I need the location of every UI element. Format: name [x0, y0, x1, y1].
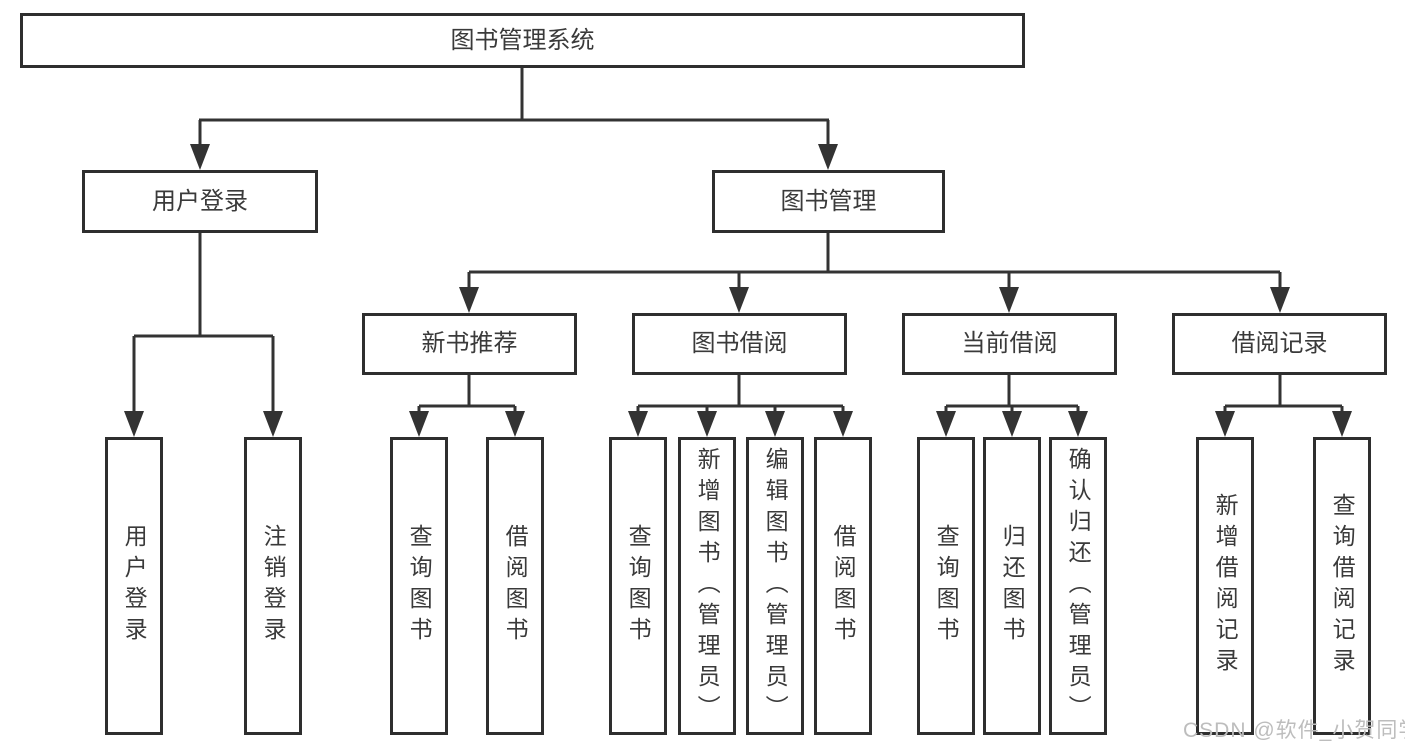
leaf-return-books: 归还图书: [983, 437, 1041, 735]
node-label: 查询借阅记录: [1329, 493, 1356, 679]
node-label: 新增图书（管理员）: [694, 446, 721, 726]
csdn-watermark: CSDN @软件_小贺同学: [1183, 719, 1405, 742]
node-label: 确认归还（管理员）: [1065, 446, 1092, 726]
leaf-edit-books-admin: 编辑图书（管理员）: [746, 437, 804, 735]
node-label: 归还图书: [999, 524, 1026, 648]
node-label: 图书管理系统: [450, 26, 595, 54]
node-label: 新增借阅记录: [1212, 493, 1239, 679]
node-label: 图书借阅: [691, 330, 788, 357]
leaf-add-books-admin: 新增图书（管理员）: [678, 437, 736, 735]
node-label: 用户登录: [152, 187, 248, 215]
node-label: 查询图书: [933, 524, 960, 648]
node-label: 查询图书: [406, 524, 433, 648]
leaf-borrow-books: 借阅图书: [814, 437, 872, 735]
node-label: 借阅图书: [830, 524, 857, 648]
node-label: 编辑图书（管理员）: [762, 446, 789, 726]
leaf-query-borrow-record: 查询借阅记录: [1313, 437, 1371, 735]
node-user-login: 用户登录: [82, 170, 318, 233]
leaf-user-login: 用户登录: [105, 437, 163, 735]
leaf-add-borrow-record: 新增借阅记录: [1196, 437, 1254, 735]
leaf-query-books-current: 查询图书: [917, 437, 975, 735]
node-label: 新书推荐: [421, 330, 518, 357]
leaf-logout: 注销登录: [244, 437, 302, 735]
leaf-confirm-return-admin: 确认归还（管理员）: [1049, 437, 1107, 735]
node-label: 图书管理: [780, 187, 877, 215]
node-new-book-recommend: 新书推荐: [362, 313, 577, 375]
node-book-management: 图书管理: [712, 170, 945, 233]
node-label: 注销登录: [260, 524, 287, 648]
leaf-query-books-borrowing: 查询图书: [609, 437, 667, 735]
node-label: 查询图书: [625, 524, 652, 648]
node-current-borrowing: 当前借阅: [902, 313, 1117, 375]
node-label: 借阅记录: [1231, 330, 1328, 357]
leaf-borrow-books-recommend: 借阅图书: [486, 437, 544, 735]
node-label: 用户登录: [121, 524, 148, 648]
node-library-management-system: 图书管理系统: [20, 13, 1025, 68]
node-borrowing-records: 借阅记录: [1172, 313, 1387, 375]
node-label: 借阅图书: [502, 524, 529, 648]
node-label: 当前借阅: [961, 330, 1058, 357]
leaf-query-books-recommend: 查询图书: [390, 437, 448, 735]
node-book-borrowing: 图书借阅: [632, 313, 847, 375]
